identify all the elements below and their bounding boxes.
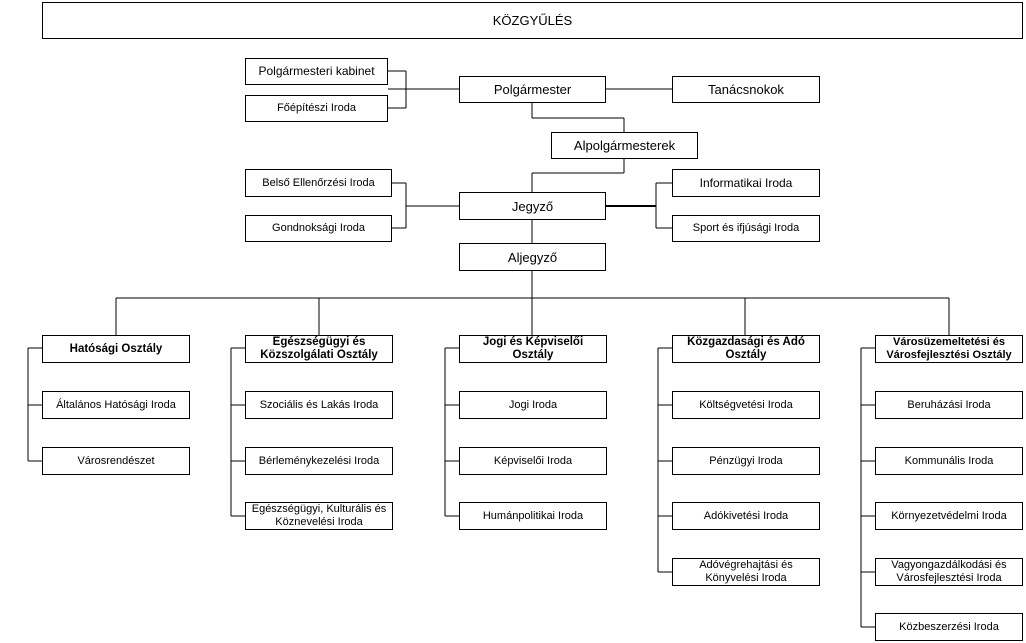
office-box: Pénzügyi Iroda <box>672 447 820 475</box>
department-box: Városüzemeltetési és Városfejlesztési Os… <box>875 335 1023 363</box>
office-box: Humánpolitikai Iroda <box>459 502 607 530</box>
advisors-box: Tanácsnokok <box>672 76 820 103</box>
department-box: Egészségügyi és Közszolgálati Osztály <box>245 335 393 363</box>
office-box: Környezetvédelmi Iroda <box>875 502 1023 530</box>
office-box: Városrendészet <box>42 447 190 475</box>
office-box: Beruházási Iroda <box>875 391 1023 419</box>
office-box: Jogi Iroda <box>459 391 607 419</box>
sport-youth-box: Sport és ifjúsági Iroda <box>672 215 820 242</box>
assembly-box: KÖZGYŰLÉS <box>42 2 1023 39</box>
office-box: Képviselői Iroda <box>459 447 607 475</box>
office-box: Közbeszerzési Iroda <box>875 613 1023 641</box>
department-box: Jogi és Képviselői Osztály <box>459 335 607 363</box>
custodian-box: Gondnoksági Iroda <box>245 215 392 242</box>
office-box: Bérleménykezelési Iroda <box>245 447 393 475</box>
internal-audit-box: Belső Ellenőrzési Iroda <box>245 169 392 197</box>
chief-architect-box: Főépítészi Iroda <box>245 95 388 122</box>
it-office-box: Informatikai Iroda <box>672 169 820 197</box>
office-box: Kommunális Iroda <box>875 447 1023 475</box>
notary-box: Jegyző <box>459 192 606 220</box>
department-box: Hatósági Osztály <box>42 335 190 363</box>
office-box: Adókivetési Iroda <box>672 502 820 530</box>
office-box: Szociális és Lakás Iroda <box>245 391 393 419</box>
office-box: Adóvégrehajtási és Könyvelési Iroda <box>672 558 820 586</box>
deputy-mayors-box: Alpolgármesterek <box>551 132 698 159</box>
department-box: Közgazdasági és Adó Osztály <box>672 335 820 363</box>
office-box: Általános Hatósági Iroda <box>42 391 190 419</box>
mayor-box: Polgármester <box>459 76 606 103</box>
office-box: Vagyongazdálkodási és Városfejlesztési I… <box>875 558 1023 586</box>
cabinet-box: Polgármesteri kabinet <box>245 58 388 85</box>
office-box: Egészségügyi, Kulturális és Köznevelési … <box>245 502 393 530</box>
office-box: Költségvetési Iroda <box>672 391 820 419</box>
deputy-notary-box: Aljegyző <box>459 243 606 271</box>
